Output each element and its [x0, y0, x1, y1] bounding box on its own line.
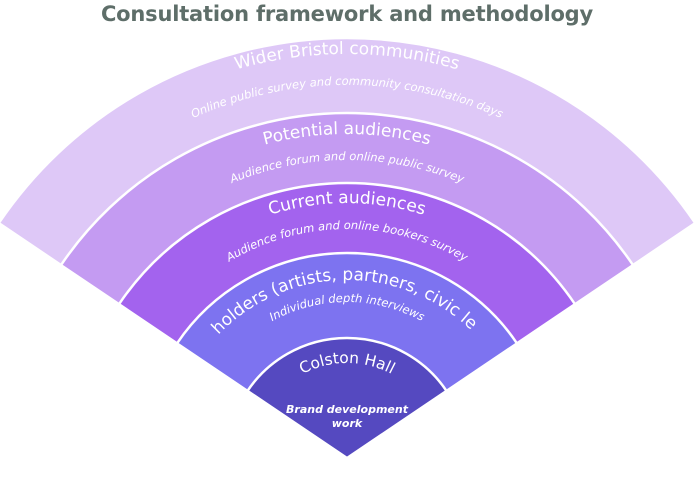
diagram-title: Consultation framework and methodology: [100, 2, 594, 26]
layer-method-colston-hall-line-1: Brand development: [286, 403, 409, 416]
core-colston-hall: [246, 336, 448, 460]
layer-method-colston-hall-line-2: work: [332, 417, 363, 430]
